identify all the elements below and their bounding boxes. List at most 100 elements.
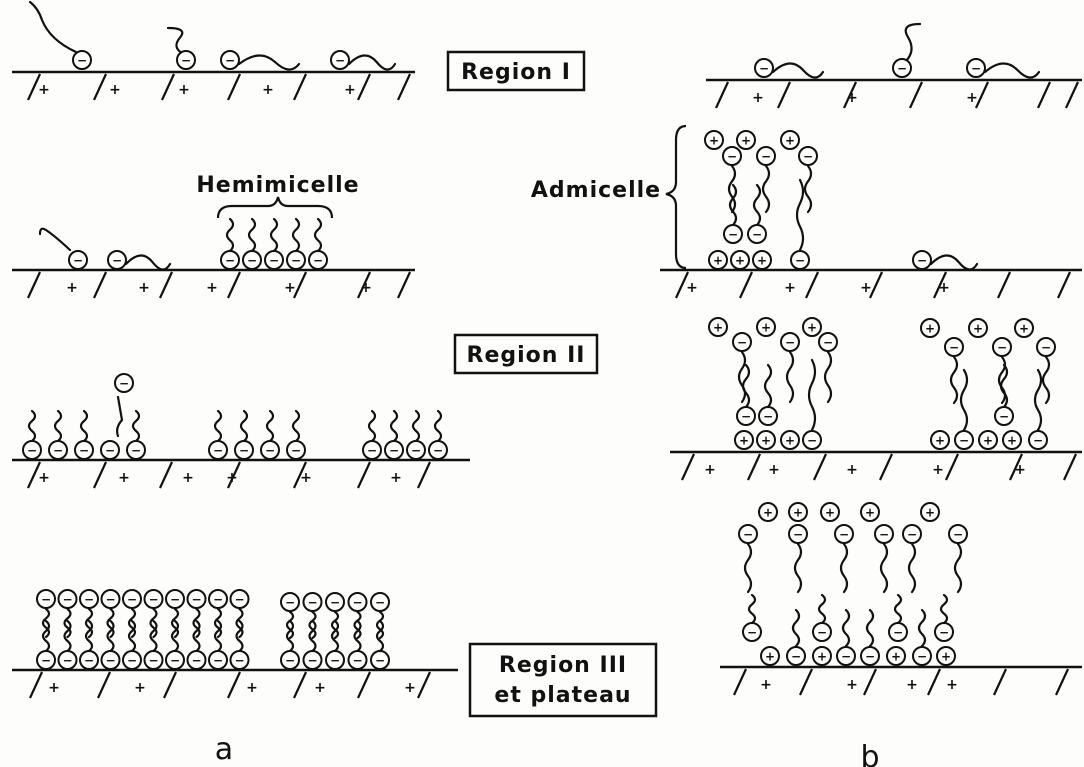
anion-head: − (789, 525, 807, 543)
anion-head: − (281, 593, 299, 611)
cation-head: + (705, 131, 723, 149)
svg-text:−: − (307, 654, 317, 668)
anion-head: − (787, 647, 805, 665)
anion-head: − (281, 651, 299, 669)
svg-text:+: + (891, 650, 901, 664)
svg-text:−: − (728, 228, 738, 242)
solid-surface: ++++ (720, 667, 1082, 695)
svg-text:−: − (148, 654, 158, 668)
cation-head: + (789, 503, 807, 521)
cation-head: + (1015, 319, 1033, 337)
surfactant-tail (961, 370, 967, 430)
svg-text:−: − (285, 596, 295, 610)
cation-head: + (921, 503, 939, 521)
anion-head: − (903, 525, 921, 543)
surface-charge: + (946, 677, 958, 693)
surfactant-tail (133, 411, 139, 441)
anion-head: − (326, 651, 344, 669)
anion-head: − (757, 147, 775, 165)
svg-text:−: − (234, 654, 244, 668)
surface-charge: + (178, 82, 190, 98)
anion-head: − (889, 623, 907, 641)
surface-charge: + (846, 677, 858, 693)
surface-charge: + (109, 82, 121, 98)
svg-text:−: − (41, 593, 51, 607)
anion-head: − (748, 225, 766, 243)
surface-charge: + (938, 280, 950, 296)
svg-text:+: + (761, 321, 771, 335)
hemimicelle-label: Hemimicelle (196, 173, 359, 198)
svg-text:−: − (743, 528, 753, 542)
surfactant-tail (315, 219, 321, 251)
anion-head: − (799, 147, 817, 165)
anion-head: − (221, 251, 239, 269)
cation-head: + (709, 318, 727, 336)
svg-text:+: + (763, 506, 773, 520)
anion-head: − (326, 593, 344, 611)
svg-text:−: − (127, 593, 137, 607)
anion-head: − (955, 431, 973, 449)
anion-head: − (781, 333, 799, 351)
surfactant-tail (745, 544, 751, 592)
surfactant-tail (126, 255, 170, 269)
surface-charge: + (182, 470, 194, 486)
svg-text:−: − (763, 410, 773, 424)
solid-surface: +++++ (12, 670, 458, 698)
surfactant-tail (117, 397, 122, 436)
svg-text:−: − (213, 593, 223, 607)
surfactant-tail (809, 360, 815, 430)
anion-head: − (861, 647, 879, 665)
surface-charge: + (404, 680, 416, 696)
svg-text:+: + (983, 434, 993, 448)
surface-charge: + (704, 462, 716, 478)
surfactant-tail (30, 2, 76, 52)
surfactant-tail (55, 411, 61, 441)
anion-head: − (127, 441, 145, 459)
svg-text:−: − (330, 596, 340, 610)
surfactant-tail (819, 595, 825, 623)
anion-head: − (209, 441, 227, 459)
surfactant-tail (435, 411, 441, 441)
anion-head: − (235, 441, 253, 459)
svg-text:−: − (170, 593, 180, 607)
surface-charge: + (760, 677, 772, 693)
admicelle-label: Admicelle (531, 178, 661, 203)
solid-surface: +++++ (670, 452, 1082, 480)
anion-head: − (115, 374, 133, 392)
surface-charge: + (38, 82, 50, 98)
surfactant-tail (241, 411, 247, 441)
surface-charge: + (686, 280, 698, 296)
surfactant-tail (919, 610, 925, 646)
svg-text:−: − (917, 254, 927, 268)
surfactant-tail (293, 411, 299, 441)
region-3-label-line2: et plateau (494, 683, 631, 708)
svg-text:−: − (62, 654, 72, 668)
surfactant-tail (249, 219, 255, 251)
svg-text:+: + (817, 650, 827, 664)
surfactant-tail (1043, 357, 1049, 403)
surfactant-tail (29, 411, 35, 441)
svg-text:+: + (785, 134, 795, 148)
svg-text:−: − (737, 336, 747, 350)
surface-charge: + (38, 470, 50, 486)
anion-head: − (265, 251, 283, 269)
svg-text:−: − (84, 593, 94, 607)
surfactant-tail (239, 55, 299, 69)
surfactant-tail (763, 166, 769, 212)
anion-head: − (49, 441, 67, 459)
svg-text:−: − (807, 434, 817, 448)
anion-head: − (101, 441, 119, 459)
anion-head: − (123, 590, 141, 608)
cation-head: + (737, 131, 755, 149)
anion-head: − (188, 590, 206, 608)
surface-charge: + (932, 462, 944, 478)
svg-text:−: − (53, 444, 63, 458)
surfactant-tail (754, 185, 760, 225)
anion-head: − (304, 593, 322, 611)
surfactant-tail (867, 610, 873, 646)
region-1-label: Region I (461, 60, 571, 85)
svg-text:−: − (73, 254, 83, 268)
anion-head: − (819, 333, 837, 351)
surface-charge: + (360, 280, 372, 296)
solid-surface: +++ (706, 80, 1082, 108)
